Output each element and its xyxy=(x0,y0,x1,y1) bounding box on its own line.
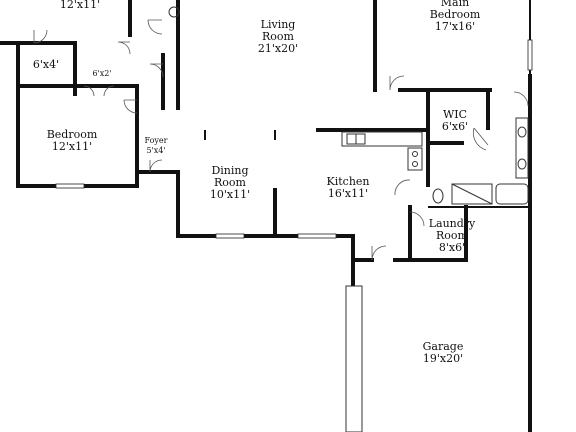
kitchen-counter xyxy=(341,131,423,147)
closet-b-dims: 6'x2' xyxy=(92,69,111,78)
door-laundry xyxy=(409,211,425,227)
door-bedroom xyxy=(123,99,138,114)
wall-kitchen-bottom xyxy=(273,234,355,286)
living-room-dims: 21'x20' xyxy=(258,42,298,55)
kitchen-dims: 16'x11' xyxy=(328,187,368,200)
bedroom-dims: 12'x11' xyxy=(52,140,92,153)
door-closet-b-2 xyxy=(103,85,115,97)
dining-room-name-2: Room xyxy=(214,176,247,189)
toilet-icon xyxy=(432,188,444,204)
closet-a-dims: 6'x4' xyxy=(33,58,59,71)
wic-dims: 6'x6' xyxy=(442,120,468,133)
vanity-sink-icon xyxy=(517,126,527,138)
garage-step xyxy=(345,285,363,432)
laundry-room-name-2: Room xyxy=(436,229,469,242)
laundry-room-dims: 8'x6' xyxy=(439,241,465,254)
window-dining-1 xyxy=(215,233,245,239)
dining-room-name: Dining xyxy=(211,164,248,177)
bedroom-name: Bedroom xyxy=(47,128,98,141)
wall-foyer xyxy=(135,170,277,238)
window-bedroom xyxy=(55,183,85,189)
dining-room-dims: 10'x11' xyxy=(210,188,250,201)
fixtures xyxy=(168,6,529,432)
door-closet-a xyxy=(33,29,48,44)
burner-icon xyxy=(412,151,418,157)
laundry-room-name: Laundry xyxy=(429,217,476,230)
main-bedroom-dims: 17'x16' xyxy=(435,20,475,33)
room-labels: 12'x11' 6'x4' 6'x2' Living Room 21'x20' … xyxy=(33,0,481,365)
bathtub-icon xyxy=(495,183,529,205)
door-hall-2 xyxy=(147,19,163,35)
garage-dims: 19'x20' xyxy=(423,352,463,365)
living-room-name: Living xyxy=(261,18,296,31)
door-closet-b-1 xyxy=(83,85,95,97)
door-hall-1 xyxy=(117,41,131,55)
foyer-name: Foyer xyxy=(144,136,167,145)
door-kitchen-bath xyxy=(394,179,411,196)
living-room-name-2: Room xyxy=(262,30,295,43)
main-bedroom-name: Main xyxy=(441,0,469,9)
doors xyxy=(33,19,529,261)
main-bedroom-name-2: Bedroom xyxy=(430,8,481,21)
window-dining-2 xyxy=(297,233,337,239)
shower-glass xyxy=(451,183,493,205)
wic-name: WIC xyxy=(443,108,467,121)
bedroom-top-dims: 12'x11' xyxy=(60,0,100,11)
wall-left-block-top xyxy=(0,41,77,88)
burner-icon xyxy=(412,161,418,167)
door-hall-3 xyxy=(149,63,164,78)
door-wic xyxy=(472,127,489,151)
water-heater-icon xyxy=(168,6,180,18)
foyer-dims: 5'x4' xyxy=(146,146,165,155)
kitchen-name: Kitchen xyxy=(327,175,370,188)
door-foyer xyxy=(149,159,163,173)
window-main-bedroom xyxy=(527,39,533,71)
stove-icon xyxy=(407,147,423,171)
vanity-icon xyxy=(515,117,529,179)
door-garage xyxy=(371,245,387,261)
door-main-bedroom xyxy=(389,75,405,91)
door-bath xyxy=(513,91,529,107)
walls xyxy=(0,0,532,432)
garage-name: Garage xyxy=(423,340,464,353)
vanity-sink-icon xyxy=(517,158,527,170)
windows xyxy=(55,39,533,239)
